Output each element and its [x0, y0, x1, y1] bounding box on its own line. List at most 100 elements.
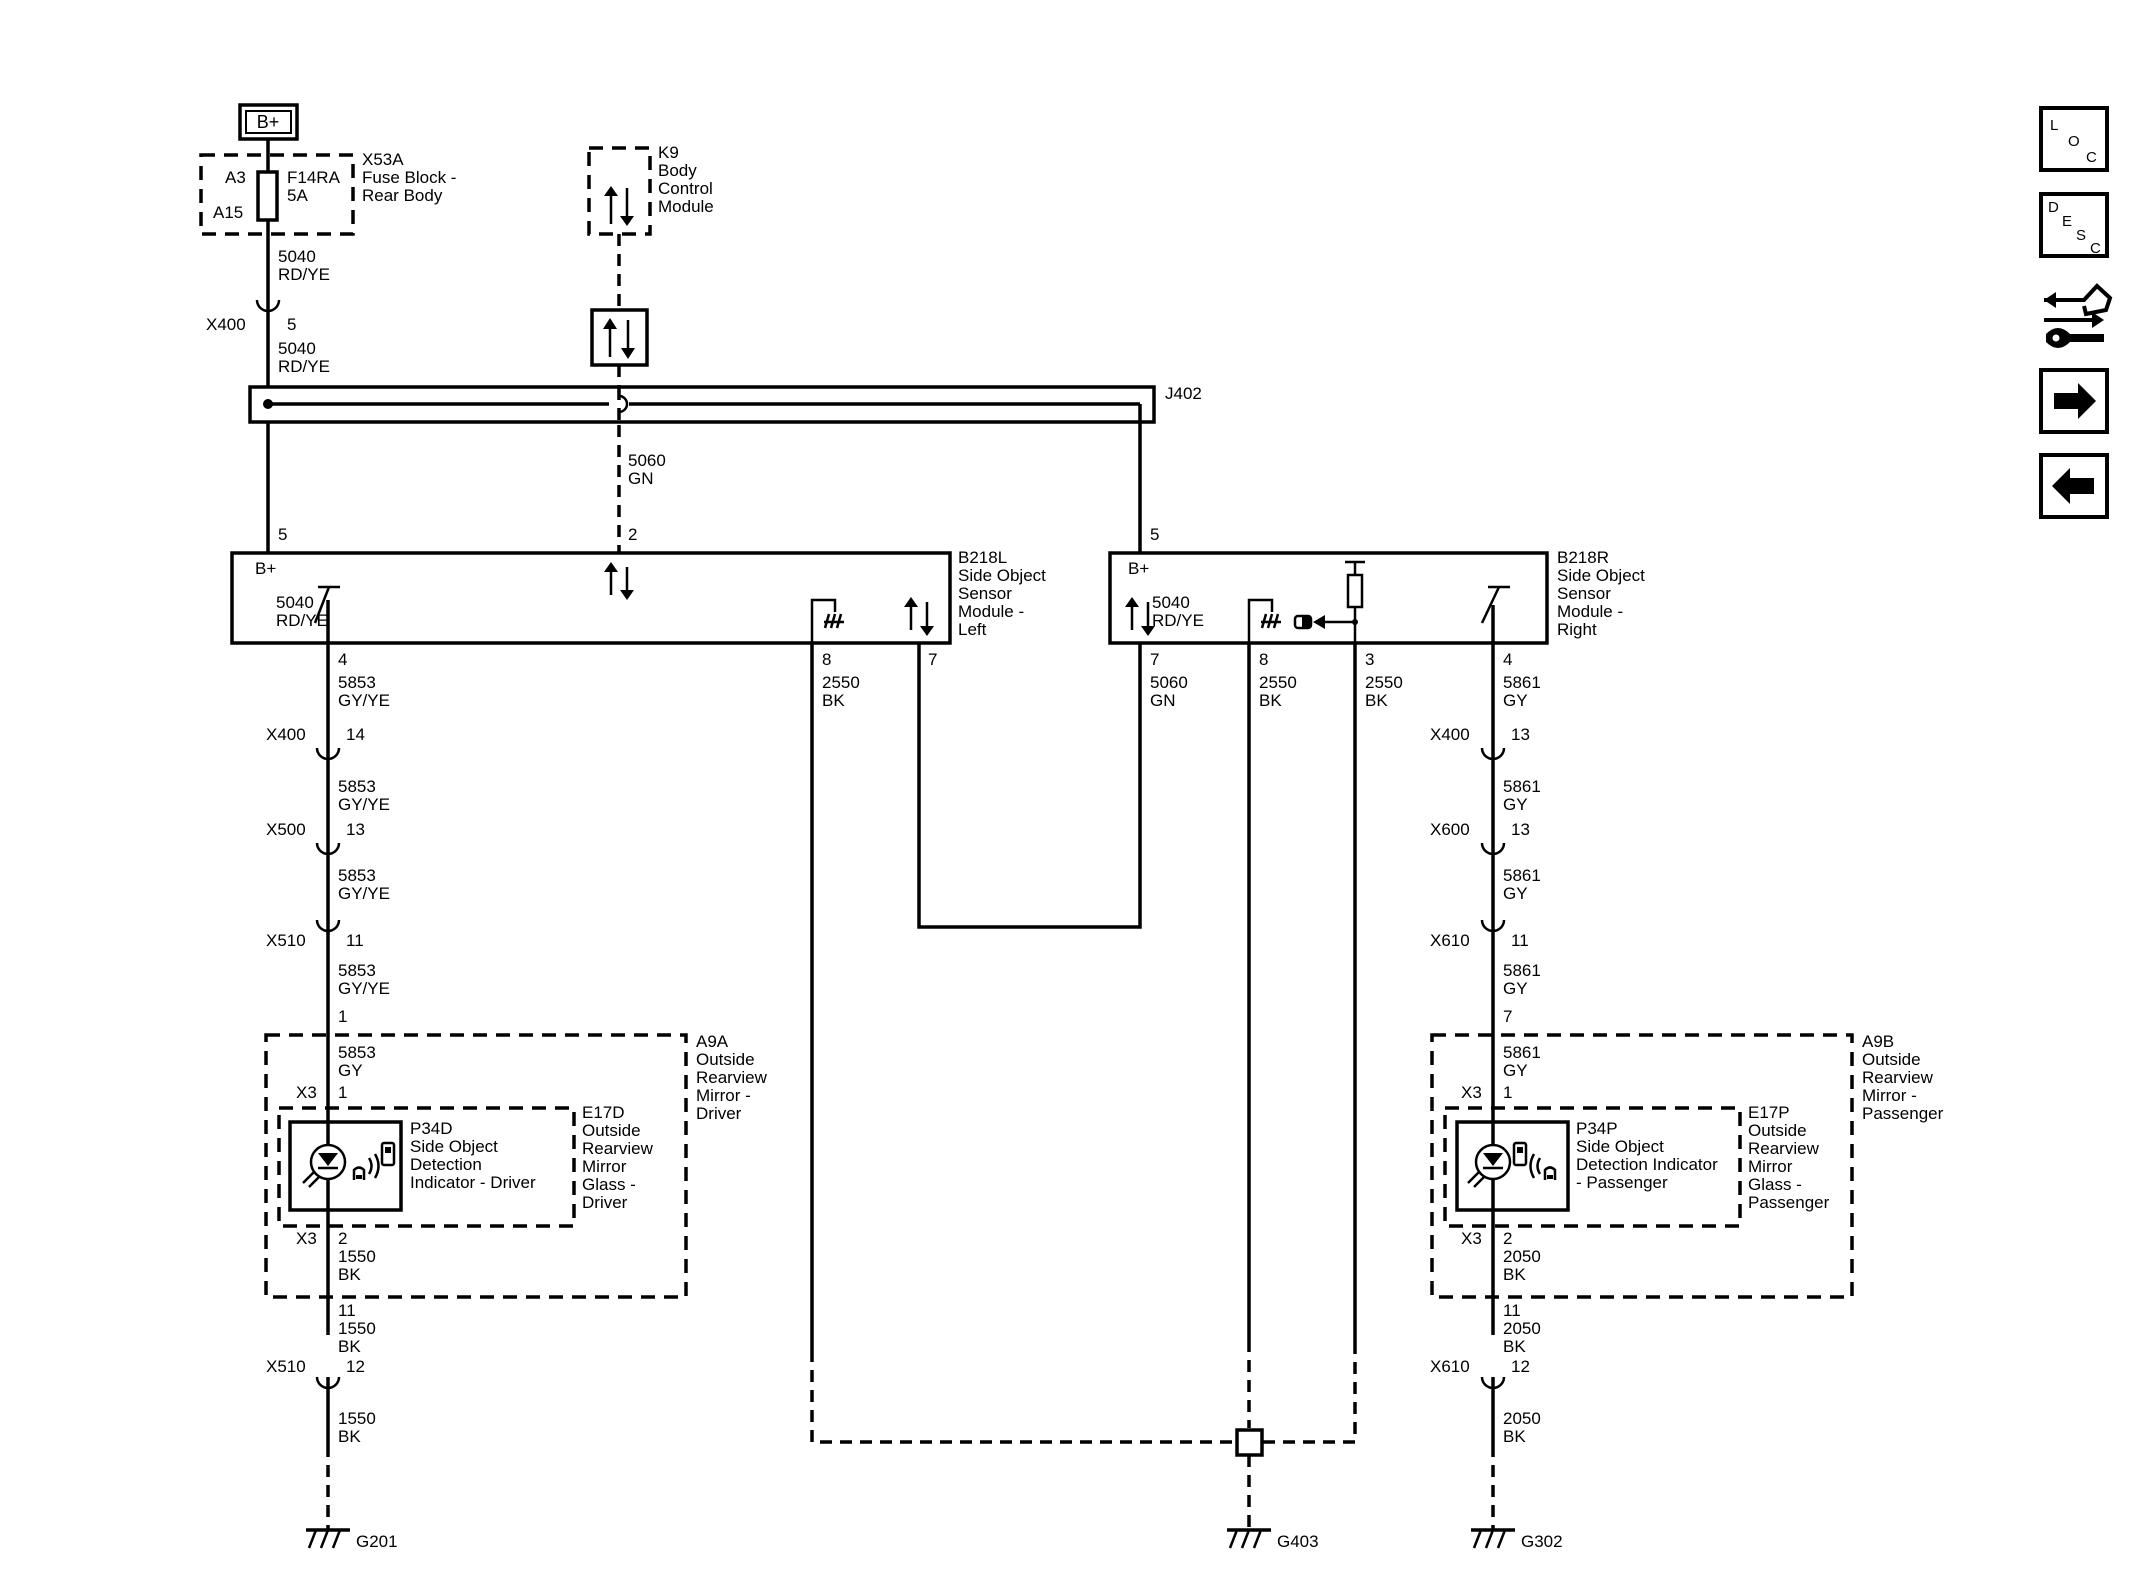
wire-label-color: BK: [1503, 1265, 1526, 1284]
fuse-rating: 5A: [287, 186, 308, 205]
glass-name-4: Glass -: [1748, 1175, 1802, 1194]
module-name: Side Object: [1557, 566, 1645, 585]
ground-icon: [1247, 598, 1281, 643]
mirror-name-3: Mirror -: [696, 1086, 751, 1105]
indicator-name-2: Detection Indicator: [1576, 1155, 1718, 1174]
bcm-outline: [587, 146, 652, 236]
fuse-block-outline: [199, 153, 355, 236]
glass-name-2: Rearview: [582, 1139, 654, 1158]
ground-icon: [810, 598, 844, 643]
glass-e17d-outline: [277, 1106, 576, 1228]
led-icon: [1467, 1143, 1512, 1188]
previous-page-button[interactable]: [2039, 453, 2109, 519]
module-name-3: Module -: [1557, 602, 1623, 621]
description-letter: E: [2062, 213, 2072, 230]
module-name-4: Right: [1557, 620, 1597, 639]
module-name-4: Left: [958, 620, 987, 639]
connector-x400-pin13: [1480, 747, 1506, 761]
pin-label: 5: [278, 525, 287, 544]
connector-label: X400: [266, 725, 306, 744]
pin-label: 13: [1511, 725, 1530, 744]
wire-label-color: RD/YE: [278, 357, 330, 376]
pin-label: 4: [338, 650, 347, 669]
pin-label: 2: [1503, 1229, 1512, 1248]
fuse-id: F14RA: [287, 168, 341, 187]
wire-label-circuit: 5040: [278, 247, 316, 266]
wire-label-color: GY: [1503, 884, 1528, 903]
arrow-left-icon: [2052, 468, 2094, 504]
glass-e17p-outline: [1443, 1106, 1742, 1228]
module-internal-circuit: 5040: [1152, 593, 1190, 612]
connector-label: X3: [296, 1229, 317, 1248]
module-name: Side Object: [958, 566, 1046, 585]
bcm-name-3: Module: [658, 197, 714, 216]
wire-label-circuit: 2550: [822, 673, 860, 692]
wire-label-circuit: 2050: [1503, 1247, 1541, 1266]
connector-label: X610: [1430, 931, 1470, 950]
data-arrows-icon: [1125, 597, 1155, 636]
mirror-name-2: Rearview: [696, 1068, 768, 1087]
pin-label: 13: [346, 820, 365, 839]
location-letter: O: [2068, 133, 2080, 150]
pin-label: 3: [1365, 650, 1374, 669]
connector-x500-pin13: [315, 842, 341, 856]
mirror-name-4: Passenger: [1862, 1104, 1944, 1123]
description-letter: S: [2076, 227, 2086, 244]
mirror-name-2: Rearview: [1862, 1068, 1934, 1087]
connector-x610-pin11: [1480, 919, 1506, 933]
wire-label-color: RD/YE: [278, 265, 330, 284]
switch-icon: [313, 585, 340, 624]
wire-label-color: BK: [1259, 691, 1282, 710]
wire-label-color: BK: [338, 1265, 361, 1284]
wire-label-circuit: 5861: [1503, 673, 1541, 692]
serial-data-box: [590, 308, 649, 367]
mirror-name-4: Driver: [696, 1104, 742, 1123]
indicator-name-3: Indicator - Driver: [410, 1173, 536, 1192]
wire-label-color: BK: [1365, 691, 1388, 710]
glass-name: Outside: [582, 1121, 641, 1140]
wire-label-color: BK: [1503, 1427, 1526, 1446]
wire-label-circuit: 5853: [338, 777, 376, 796]
wire-label-circuit: 5861: [1503, 777, 1541, 796]
wire-label-circuit: 5853: [338, 866, 376, 885]
next-page-button[interactable]: [2039, 368, 2109, 434]
ground-collector-dashed: [810, 1350, 1235, 1444]
wire-label-circuit: 2050: [1503, 1409, 1541, 1428]
ground-g201-icon: [306, 1528, 350, 1549]
module-bplus: B+: [255, 559, 276, 578]
description-button[interactable]: D E S C: [2039, 192, 2109, 258]
data-arrows-icon: [604, 562, 634, 600]
module-internal-color: RD/YE: [276, 611, 328, 630]
pin-label: 12: [346, 1357, 365, 1376]
indicator-name-2: Detection: [410, 1155, 482, 1174]
wire-label-color: GY/YE: [338, 884, 390, 903]
pin-label: 8: [822, 650, 831, 669]
pin-label: 4: [1503, 650, 1512, 669]
wire-label-color: GN: [1150, 691, 1176, 710]
location-letter: L: [2050, 117, 2058, 134]
pin-label: 11: [1511, 931, 1529, 950]
fuse-pin-in: A3: [225, 168, 246, 187]
wire-label-circuit: 2050: [1503, 1319, 1541, 1338]
fuse-block-name-2: Rear Body: [362, 186, 443, 205]
module-internal-circuit: 5040: [276, 593, 314, 612]
pin-label: 11: [338, 1301, 356, 1320]
module-id: B218L: [958, 548, 1007, 567]
wire-label-color: BK: [338, 1337, 361, 1356]
wire-label-circuit: 5040: [278, 339, 316, 358]
mirror-a9a-outline: [264, 1033, 688, 1299]
connector-label: X600: [1430, 820, 1470, 839]
mirror-name-3: Mirror -: [1862, 1086, 1917, 1105]
ground-g403-icon: [1227, 1528, 1271, 1549]
connector-end-view-button[interactable]: [2044, 283, 2113, 348]
pin-label: 7: [1150, 650, 1159, 669]
glass-name-3: Mirror: [582, 1157, 627, 1176]
module-name-2: Sensor: [1557, 584, 1611, 603]
pin-label: 2: [628, 525, 637, 544]
wire-label-color: GY: [1503, 691, 1528, 710]
glass-id: E17D: [582, 1103, 625, 1122]
seat-belt-input-icon: [1293, 614, 1358, 630]
indicator-name: Side Object: [1576, 1137, 1664, 1156]
location-button[interactable]: L O C: [2039, 106, 2109, 172]
data-arrows-icon: [904, 597, 934, 636]
